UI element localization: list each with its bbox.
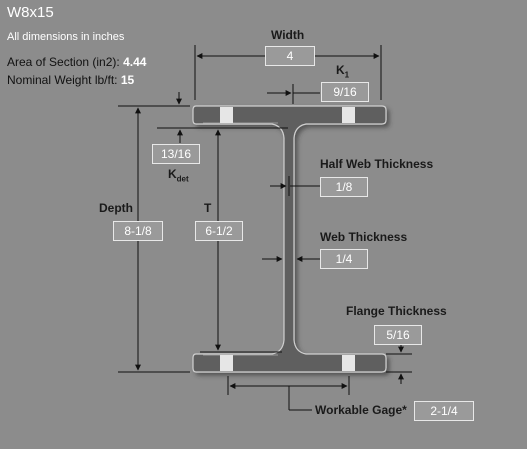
k1-label: K1 xyxy=(336,63,349,79)
flange-thickness-label: Flange Thickness xyxy=(346,304,447,318)
web-thickness-value-box: 1/4 xyxy=(320,249,368,269)
depth-label: Depth xyxy=(99,201,133,215)
section-title: W8x15 xyxy=(7,4,54,21)
workable-gage-label: Workable Gage* xyxy=(315,403,407,417)
weight-value: 15 xyxy=(120,73,135,87)
k1-label-text: K xyxy=(336,63,345,77)
units-note: All dimensions in inches xyxy=(7,31,125,43)
half-web-thickness-label: Half Web Thickness xyxy=(320,157,434,171)
area-of-section: Area of Section (in2): 4.44 xyxy=(7,55,146,69)
k1-value-box: 9/16 xyxy=(321,82,369,102)
kdet-value-box: 13/16 xyxy=(152,144,200,164)
bolt-hole-top-right xyxy=(342,107,355,123)
flange-thickness-value-box: 5/16 xyxy=(374,325,422,345)
area-value: 4.44 xyxy=(123,55,147,69)
i-beam-shape xyxy=(192,105,387,373)
weight-label: Nominal Weight lb/ft: xyxy=(7,73,118,87)
nominal-weight: Nominal Weight lb/ft: 15 xyxy=(7,73,134,87)
width-value-box: 4 xyxy=(265,46,315,66)
workable-gage-value-box: 2-1/4 xyxy=(414,401,474,421)
kdet-label: Kdet xyxy=(168,167,189,183)
t-value-box: 6-1/2 xyxy=(195,221,243,241)
area-label: Area of Section (in2): xyxy=(7,55,120,69)
half-web-thickness-value-box: 1/8 xyxy=(320,177,368,197)
t-label: T xyxy=(204,201,212,215)
bolt-hole-top-left xyxy=(220,107,233,123)
bolt-hole-bottom-left xyxy=(220,355,233,371)
depth-value-box: 8-1/8 xyxy=(113,221,163,241)
bolt-hole-bottom-right xyxy=(342,355,355,371)
web-thickness-label: Web Thickness xyxy=(320,230,408,244)
k1-subscript: 1 xyxy=(344,70,350,80)
kdet-label-text: K xyxy=(168,167,177,181)
kdet-subscript: det xyxy=(176,174,189,184)
width-label: Width xyxy=(271,28,305,42)
